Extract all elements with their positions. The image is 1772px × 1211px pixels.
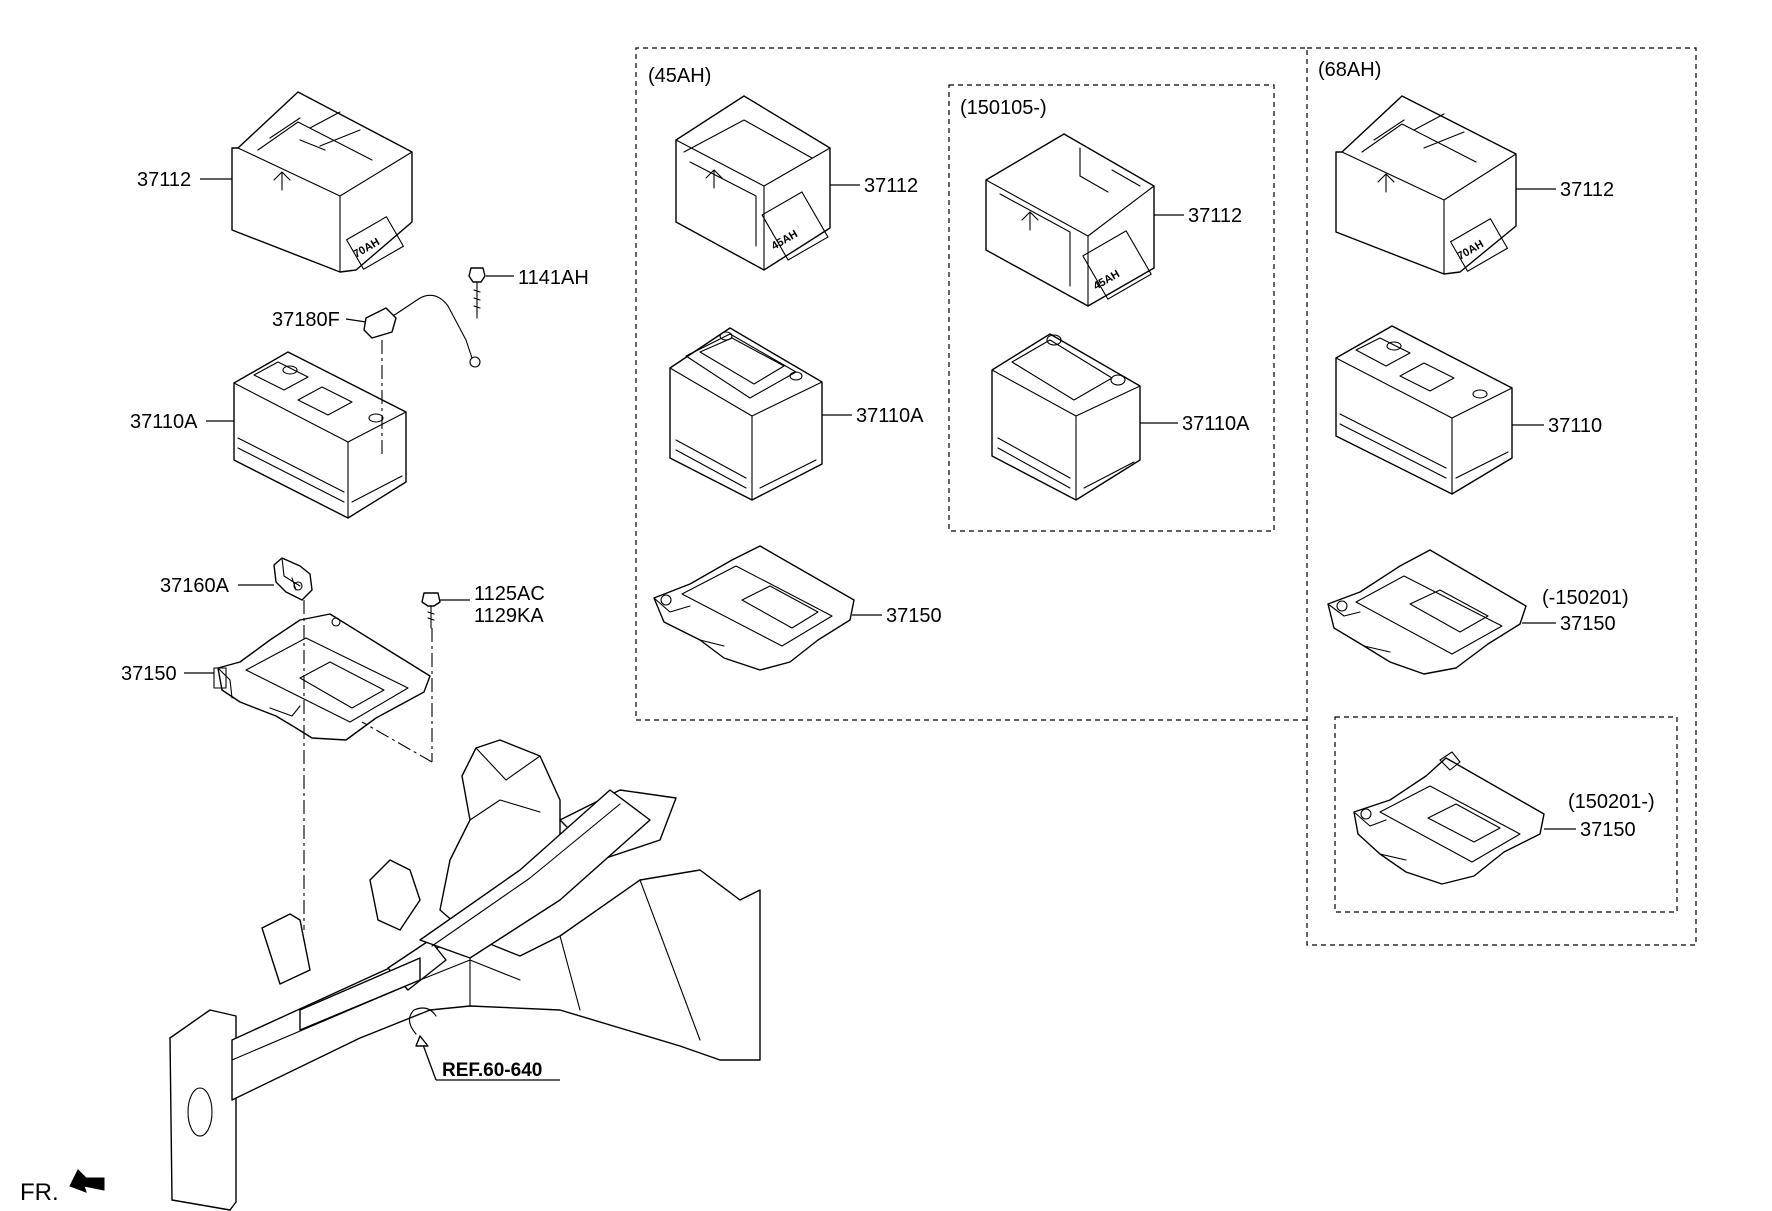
label-g150105-cover: 37112: [1188, 205, 1242, 227]
main-battery: [233, 351, 407, 519]
main-battery-tray: [213, 613, 431, 741]
label-main-clamp: 37160A: [160, 575, 230, 597]
main-clamp: [273, 557, 313, 601]
label-main-cable: 37180F: [272, 309, 340, 331]
label-g45-tray: 37150: [886, 605, 942, 627]
label-main-bolt-b: 1129KA: [474, 605, 544, 627]
group-150201: (150201-) 37150: [1353, 751, 1655, 885]
ref-note: REF.60-640: [415, 1035, 560, 1081]
group-box-68ah: [1306, 47, 1697, 946]
label-g68-cover: 37112: [1560, 179, 1614, 201]
g150105-header: (150105-): [960, 97, 1047, 119]
label-g68-tray-early: 37150: [1560, 613, 1616, 635]
g68-tray-cover: 70AH: [1335, 95, 1517, 275]
label-g45-battery: 37110A: [856, 405, 924, 427]
front-arrow-icon: [69, 1169, 105, 1193]
alignment-lines: [303, 340, 433, 930]
label-g68-battery: 37110: [1548, 415, 1602, 437]
group-box-150201: [1334, 716, 1678, 913]
g68-battery: [1335, 325, 1513, 495]
main-tray-cover: 70AH: [231, 91, 413, 273]
g45-tray-cover: 45AH: [675, 95, 831, 271]
g68-header: (68AH): [1318, 59, 1381, 81]
g45-battery-tray: [653, 545, 855, 671]
label-g45-cover: 37112: [864, 175, 918, 197]
label-g150201-date: (150201-): [1568, 791, 1655, 813]
group-box-150105: [948, 84, 1275, 532]
label-g68-tray-early-date: (-150201): [1542, 587, 1629, 609]
label-g150201-tray: 37150: [1580, 819, 1636, 841]
label-main-tray: 37150: [121, 663, 177, 685]
label-g150105-battery: 37110A: [1182, 413, 1250, 435]
label-main-bolt-a: 1125AC: [474, 583, 545, 605]
main-clamp-bolt: [421, 592, 441, 629]
g150105-battery: [991, 333, 1141, 501]
g68-battery-tray-early: [1327, 549, 1527, 675]
front-direction-marker: FR.: [20, 1169, 105, 1206]
front-marker-text: FR.: [20, 1179, 59, 1206]
ref-note-text: REF.60-640: [442, 1060, 542, 1081]
group-150105: (150105-) 45AH 37112 37110A: [960, 97, 1250, 501]
g45-battery: [669, 327, 823, 501]
group-68ah: (68AH) 70AH 37112 37110 (-150201): [1318, 59, 1629, 675]
vehicle-body-frame: [169, 739, 761, 1211]
g150201-battery-tray: [1353, 751, 1545, 885]
group-box-45ah: [635, 47, 1307, 721]
label-main-bolt: 1141AH: [518, 267, 589, 289]
g150105-tray-cover: 45AH: [985, 133, 1155, 307]
label-main-tray-cover: 37112: [137, 169, 191, 191]
main-hold-bolt: [468, 267, 486, 319]
label-main-battery: 37110A: [130, 411, 198, 433]
group-boxes: [635, 47, 1697, 946]
group-45ah: (45AH) 45AH 37112 37110A 37150: [648, 65, 942, 671]
main-labels: 37112 1141AH 37180F 37110A 37160A 1125AC…: [121, 169, 589, 685]
main-battery-cable: [363, 294, 481, 368]
g45-header: (45AH): [648, 65, 711, 87]
